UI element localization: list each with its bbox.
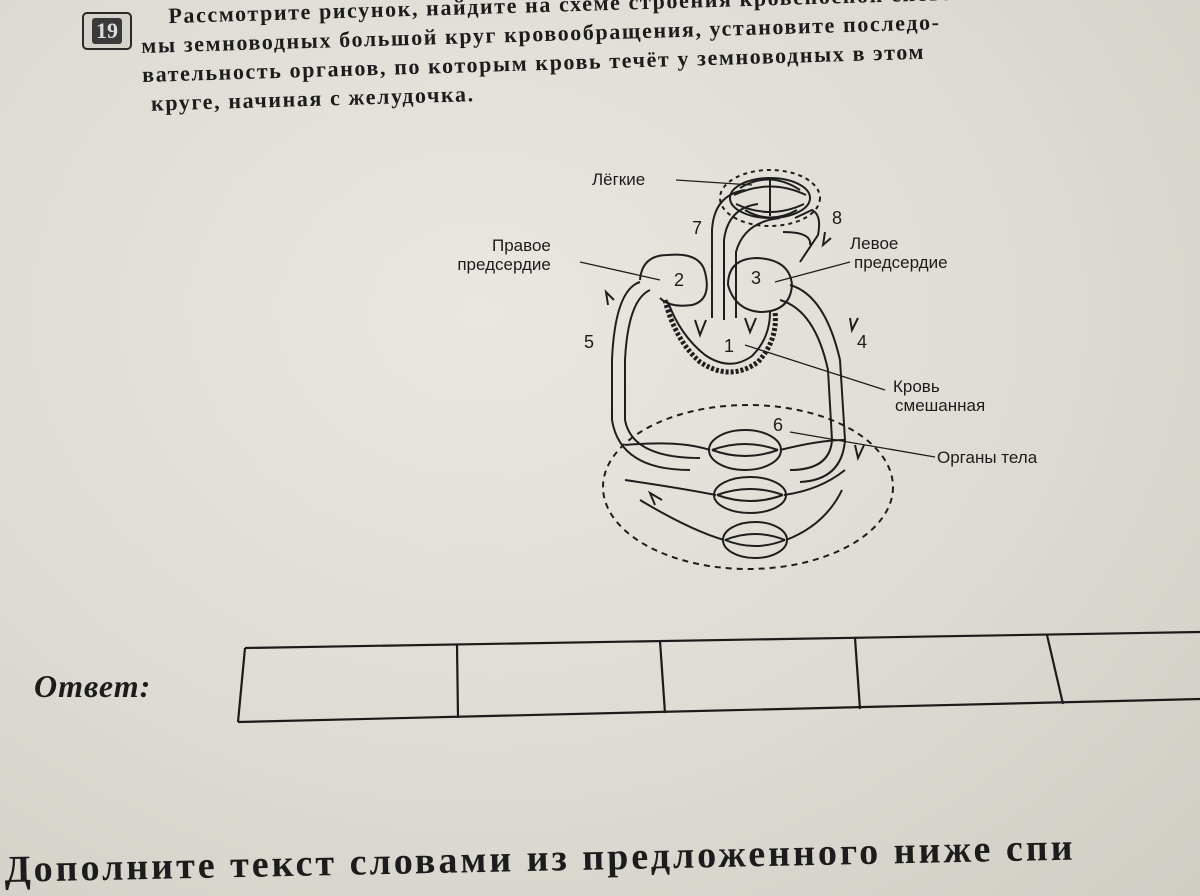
answer-cell[interactable]	[863, 642, 1047, 705]
right-atrium-label: Правое предсердие	[490, 236, 551, 274]
left-atrium-label: Левое предсердие	[850, 234, 948, 272]
question-number: 19	[92, 18, 122, 44]
diagram-number-3: 3	[751, 268, 761, 289]
diagram-number-1: 1	[724, 336, 734, 357]
question-text: Рассмотрите рисунок, найдите на схеме ст…	[140, 0, 1200, 118]
lungs-label: Лёгкие	[592, 170, 645, 189]
diagram-number-8: 8	[832, 208, 842, 229]
body-organ-shape	[625, 470, 845, 513]
next-task-text: Дополните текст словами из предложенного…	[4, 826, 1076, 892]
ventricle-shape	[665, 300, 775, 372]
diagram-number-6: 6	[773, 415, 783, 436]
diagram-number-5: 5	[584, 332, 594, 353]
answer-label: Ответ:	[34, 668, 151, 705]
lungs-shape	[720, 170, 820, 226]
body-organs-label: Органы тела	[937, 448, 1037, 467]
question-number-badge: 19	[82, 12, 132, 50]
answer-cell[interactable]	[462, 649, 658, 713]
answer-cell[interactable]	[668, 645, 854, 709]
body-organ-shape	[640, 490, 842, 558]
diagram-number-4: 4	[857, 332, 867, 353]
answer-cell[interactable]	[248, 652, 453, 716]
answer-cell[interactable]	[1060, 638, 1198, 701]
body-organ-shape	[625, 430, 845, 470]
diagram-number-2: 2	[674, 270, 684, 291]
mixed-blood-label: Кровь смешанная	[893, 377, 985, 415]
diagram-number-7: 7	[692, 218, 702, 239]
